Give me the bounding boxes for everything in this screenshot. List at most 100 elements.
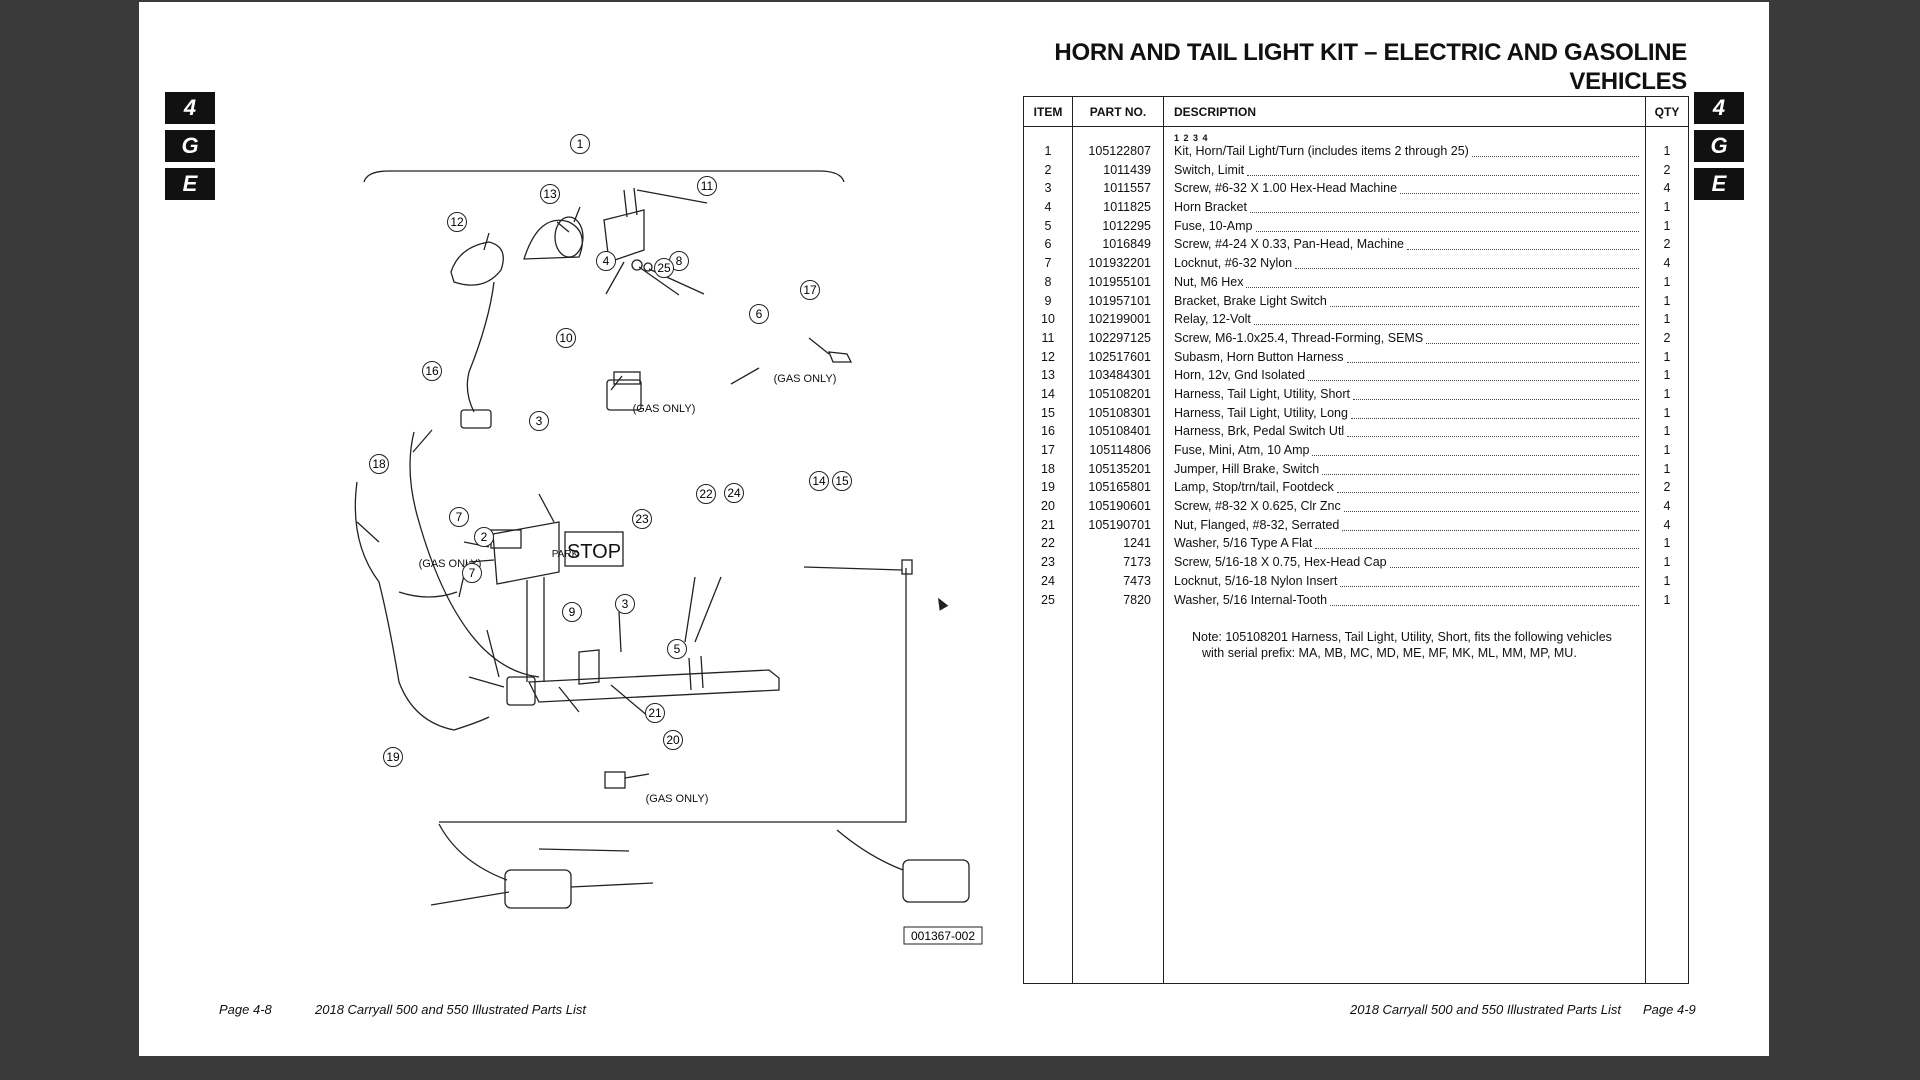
callout-number: 9 xyxy=(569,605,576,619)
cell-description: Bracket, Brake Light Switch xyxy=(1164,292,1645,311)
cell-part-number: 1011439 xyxy=(1103,162,1151,177)
column-header-qty: QTY xyxy=(1645,96,1689,127)
stop-label: STOP xyxy=(567,541,621,563)
cell-item: 3 xyxy=(1044,181,1052,196)
callout-bubble xyxy=(596,251,616,271)
cell-qty: 2 xyxy=(1663,237,1671,252)
page-title-line: VEHICLES xyxy=(1569,68,1687,95)
callout-number: 12 xyxy=(450,215,464,229)
cell-description: Locknut, #6-32 Nylon xyxy=(1164,254,1645,273)
cell-part-number: 105108301 xyxy=(1088,405,1151,420)
callout-bubble xyxy=(540,184,560,204)
cell-qty: 1 xyxy=(1663,443,1671,457)
description-text: Screw, #6-32 X 1.00 Hex-Head Machine xyxy=(1174,181,1398,196)
cell-qty: 4 xyxy=(1663,256,1671,271)
cell-qty: 1 xyxy=(1663,536,1671,551)
compatibility-note: Note: 105108201 Harness, Tail Light, Uti… xyxy=(1192,629,1645,661)
cell-description: Relay, 12-Volt xyxy=(1164,310,1645,329)
cell-part-number: 105135201 xyxy=(1088,461,1151,476)
dot-leader xyxy=(1400,179,1639,195)
dot-leader xyxy=(1330,591,1639,606)
callout-number: 7 xyxy=(469,566,476,580)
page-title-line: HORN AND TAIL LIGHT KIT – ELECTRIC AND G… xyxy=(1054,39,1687,66)
cell-part-number: 105108401 xyxy=(1088,424,1151,439)
figure-id-box xyxy=(903,926,983,945)
cell-qty: 4 xyxy=(1663,499,1671,514)
cell-part-number: 101957101 xyxy=(1088,293,1151,308)
callout-bubble xyxy=(447,212,467,232)
gas-only-label: (GAS ONLY) xyxy=(774,373,837,385)
dot-leader xyxy=(1315,534,1639,550)
section-tab[interactable]: E xyxy=(1694,168,1744,200)
callout-bubble xyxy=(383,747,403,767)
park-label: PARK xyxy=(552,549,579,560)
dot-leader xyxy=(1308,366,1639,382)
callout-bubble xyxy=(632,509,652,529)
description-text: Screw, #8-32 X 0.625, Clr Znc xyxy=(1174,499,1341,514)
gas-only-label: (GAS ONLY) xyxy=(633,403,696,415)
cell-qty: 2 xyxy=(1663,480,1671,495)
section-tab[interactable]: 4 xyxy=(165,92,215,124)
callout-number: 18 xyxy=(372,457,386,471)
callout-number: 25 xyxy=(657,261,671,275)
cell-qty: 1 xyxy=(1663,461,1671,476)
cell-part-number: 1241 xyxy=(1123,536,1151,551)
callout-number: 14 xyxy=(812,474,826,488)
callout-number: 4 xyxy=(603,254,610,268)
section-tab[interactable]: G xyxy=(1694,130,1744,162)
section-tab[interactable]: G xyxy=(165,130,215,162)
cell-description: Harness, Brk, Pedal Switch Utl xyxy=(1164,422,1645,441)
cell-qty: 4 xyxy=(1663,181,1671,196)
cell-item: 20 xyxy=(1041,499,1055,514)
description-text: Switch, Limit xyxy=(1174,162,1245,177)
cell-item: 22 xyxy=(1041,536,1055,551)
exploded-parts-diagram: PARK STOP (GAS ONLY) (GAS ONLY) (GAS ONL… xyxy=(354,134,983,945)
cell-qty: 1 xyxy=(1663,424,1671,439)
cell-part-number: 103484301 xyxy=(1088,368,1151,383)
cell-item: 16 xyxy=(1041,424,1055,439)
cell-part-number: 105108201 xyxy=(1088,386,1151,401)
callout-number: 2 xyxy=(481,530,488,544)
cell-part-number: 102199001 xyxy=(1088,312,1151,327)
cell-item: 14 xyxy=(1041,386,1055,401)
section-tab[interactable]: 4 xyxy=(1694,92,1744,124)
callout-number: 17 xyxy=(803,283,817,297)
description-text: Horn, 12v, Gnd Isolated xyxy=(1174,368,1306,383)
callout-bubble xyxy=(696,484,716,504)
callout-bubble xyxy=(654,258,674,278)
callout-bubble xyxy=(369,454,389,474)
callout-number: 24 xyxy=(727,486,741,500)
callout-bubble xyxy=(667,639,687,659)
cell-qty: 1 xyxy=(1663,144,1671,158)
gas-only-label: (GAS ONLY) xyxy=(646,793,709,805)
figure-id: 001367-002 xyxy=(911,929,975,943)
dot-leader xyxy=(1346,348,1639,363)
callout-number: 16 xyxy=(425,364,439,378)
description-text: Nut, M6 Hex xyxy=(1174,274,1244,289)
footer-right-book: 2018 Carryall 500 and 550 Illustrated Pa… xyxy=(1350,1002,1621,1017)
cell-description: Lamp, Stop/trn/tail, Footdeck xyxy=(1164,478,1645,497)
cell-qty: 1 xyxy=(1663,312,1671,327)
cell-item: 11 xyxy=(1041,330,1055,345)
footer-left-page: Page 4-8 xyxy=(219,1002,272,1017)
dot-leader xyxy=(1426,329,1639,344)
cell-description: Locknut, 5/16-18 Nylon Insert xyxy=(1164,572,1645,591)
callout-bubble xyxy=(749,304,769,324)
section-tab[interactable]: E xyxy=(165,168,215,200)
cell-part-number: 105122807 xyxy=(1088,144,1151,158)
dot-leader xyxy=(1247,161,1639,176)
dot-leader xyxy=(1322,460,1639,475)
callout-number: 10 xyxy=(559,331,573,345)
section-tabs-right: 4 G E xyxy=(1694,92,1744,206)
description-text: Screw, #4-24 X 0.33, Pan-Head, Machine xyxy=(1174,237,1404,252)
page-title: HORN AND TAIL LIGHT KIT – ELECTRIC AND G… xyxy=(1054,38,1687,96)
callout-bubble xyxy=(832,471,852,491)
callout-bubble xyxy=(697,176,717,196)
cell-description: Fuse, 10-Amp xyxy=(1164,217,1645,236)
callout-bubble xyxy=(724,483,744,503)
cell-qty: 1 xyxy=(1663,274,1671,289)
dot-leader xyxy=(1471,142,1639,157)
cell-qty: 1 xyxy=(1663,386,1671,401)
indent-levels: 1 2 3 4 xyxy=(1174,133,1208,143)
